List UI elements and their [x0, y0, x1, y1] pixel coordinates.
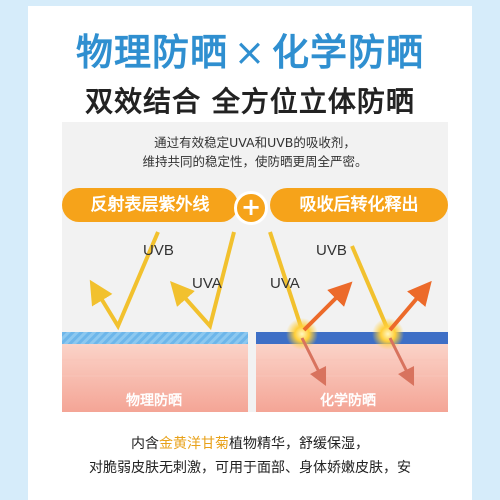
- description-line-1: 通过有效稳定UVA和UVB的吸收剂，: [154, 135, 356, 150]
- ingredient-highlight: 金黄洋甘菊: [159, 436, 229, 452]
- physical-label: 物理防晒: [126, 393, 182, 409]
- title-chemical: 化学防晒: [272, 31, 424, 74]
- footer-line-2: 对脆弱皮肤无刺激，可用于面部、身体娇嫩皮肤，安: [89, 460, 411, 476]
- penetrate-ray-2: [388, 337, 415, 387]
- penetrate-ray-1: [300, 337, 327, 387]
- plus-icon: +: [234, 191, 268, 225]
- left-skin: [62, 344, 248, 412]
- absorb-pill: 吸收后转化释出: [270, 188, 448, 222]
- uvb-reflect-ray: [89, 231, 160, 331]
- footer-text: 内含金黄洋甘菊植物精华，舒缓保湿， 对脆弱皮肤无刺激，可用于面部、身体娇嫩皮肤，…: [28, 432, 472, 480]
- title-cross: ×: [233, 31, 266, 74]
- footer-line-1: 内含金黄洋甘菊植物精华，舒缓保湿，: [131, 436, 369, 452]
- reflect-pill: 反射表层紫外线: [62, 188, 238, 222]
- description-line-2: 维持共同的稳定性，使防晒更周全严密。: [142, 154, 368, 169]
- left-protection-layer: [62, 332, 248, 344]
- chemical-label: 化学防晒: [320, 393, 376, 409]
- right-skin: [256, 344, 448, 412]
- left-uvb-label: UVB: [143, 242, 174, 259]
- right-uvb-label: UVB: [316, 242, 347, 259]
- uva-reflect-ray: [170, 231, 236, 331]
- title-physical: 物理防晒: [75, 31, 228, 74]
- release-ray-2: [388, 280, 432, 332]
- page-subtitle: 双效结合 全方位立体防晒: [85, 85, 415, 118]
- release-ray-1: [302, 281, 353, 332]
- page-title: 物理防晒×化学防晒: [0, 22, 500, 76]
- absorb-glow-2: [372, 318, 404, 350]
- uva-absorb-ray: [350, 245, 390, 331]
- left-uva-label: UVA: [192, 275, 222, 292]
- uvb-absorb-ray: [268, 231, 304, 331]
- right-uva-label: UVA: [270, 275, 300, 292]
- description: 通过有效稳定UVA和UVB的吸收剂， 维持共同的稳定性，使防晒更周全严密。: [62, 133, 448, 171]
- right-absorb-layer: [256, 332, 448, 344]
